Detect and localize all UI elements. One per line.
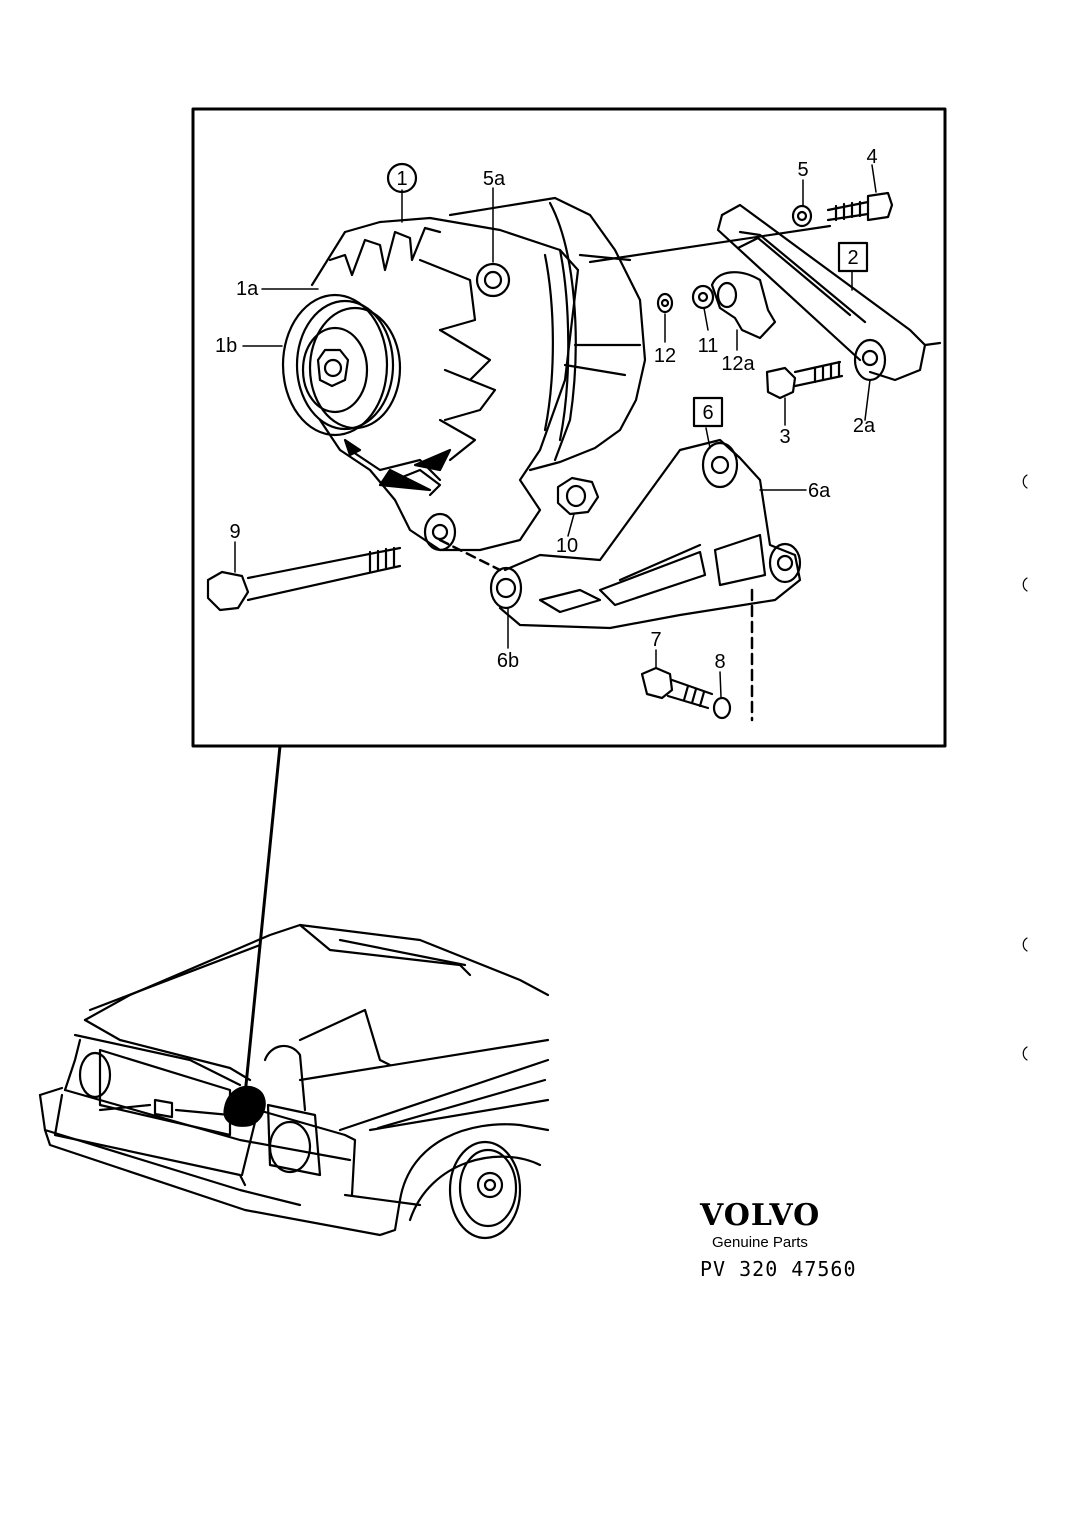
- car-illustration: [38, 923, 550, 1240]
- bolt-7: [640, 666, 732, 720]
- callout-box-6: [692, 396, 724, 428]
- pointer-line: [243, 744, 282, 1097]
- callout-1a: 1a: [236, 278, 259, 300]
- callout-2: 2: [847, 247, 858, 269]
- guide-line-9: [438, 538, 502, 572]
- margin-mark-3: [1022, 937, 1028, 952]
- callout-circle-1: [386, 162, 418, 194]
- alternator: [281, 196, 647, 552]
- margin-mark-2: [1022, 577, 1028, 592]
- callout-6: 6: [702, 402, 713, 424]
- callout-12a: 12a: [721, 353, 755, 375]
- bolt-4: [791, 191, 894, 228]
- callout-3: 3: [779, 426, 790, 448]
- callout-9: 9: [229, 521, 240, 543]
- bracket-12a: [656, 271, 777, 340]
- margin-mark-4: [1022, 1046, 1028, 1061]
- detail-frame: [191, 107, 947, 748]
- callout-11: 11: [698, 335, 719, 357]
- adjusting-arm: [588, 203, 942, 382]
- bracket-6: [489, 438, 802, 630]
- callout-10: 10: [556, 535, 578, 557]
- part-code: PV 320 47560: [700, 1257, 857, 1281]
- callout-6a: 6a: [808, 480, 831, 502]
- callout-12: 12: [654, 345, 676, 367]
- callout-4: 4: [866, 146, 877, 168]
- volvo-logo: VOLVO: [700, 1198, 821, 1233]
- callout-box-2: [837, 241, 869, 273]
- callout-1: 1: [396, 168, 407, 190]
- brand-subtitle: Genuine Parts: [712, 1234, 808, 1251]
- callout-1b: 1b: [215, 335, 237, 357]
- callout-labels: 1 1a 1b 2 2a 3 4 5 5a 6 6a 6b 7 8 9 10 1…: [215, 146, 878, 673]
- callout-7: 7: [650, 629, 661, 651]
- margin-mark-1: [1022, 474, 1028, 489]
- callout-2a: 2a: [853, 415, 876, 437]
- callout-5a: 5a: [483, 168, 506, 190]
- bolt-3: [765, 360, 844, 400]
- bolt-9: [206, 546, 402, 612]
- leader-lines: [234, 164, 877, 698]
- nut-10: [556, 476, 600, 516]
- callout-5: 5: [797, 159, 808, 181]
- callout-6b: 6b: [497, 650, 519, 672]
- callout-8: 8: [714, 651, 725, 673]
- brand-block: VOLVO Genuine Parts PV 320 47560: [700, 1198, 900, 1282]
